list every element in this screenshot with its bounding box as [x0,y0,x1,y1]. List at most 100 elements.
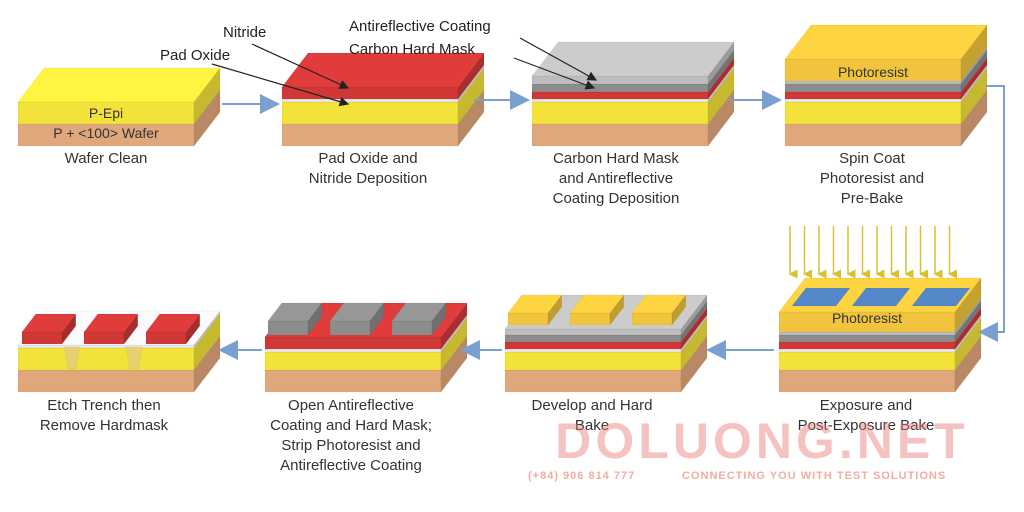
mask-plate-top [791,287,851,307]
hardmask-pad [329,302,385,336]
layer-side-epi [457,67,485,125]
layer-front-pad_oxide [784,98,962,103]
trench [63,346,81,370]
layer-side-nitride [440,302,468,350]
hardmask-pad [391,302,447,336]
nitride-pad-front [83,331,125,345]
hardmask-pad-side [369,302,385,336]
nitride-callout: Nitride [223,24,267,41]
layer-front-carbon_hard_mask [504,334,682,343]
resist-pad-front [569,312,611,326]
layer-front-nitride [281,86,459,100]
pad-oxide-leader [211,63,350,107]
nitride-pad-top [21,313,77,333]
block-wafer-clean [17,67,221,147]
layer-front-substrate [784,123,962,147]
layer-front-pad_oxide [281,98,459,103]
mask-plate-top [851,287,911,307]
layer-front-epi [784,101,962,125]
trench [125,346,143,370]
layer-top-epi [17,67,221,103]
p-epi-label: P-Epi [88,105,124,121]
layer-front-epi [281,101,459,125]
trench-cut [63,346,81,370]
layer-front-carbon_hard_mask [531,83,709,93]
nitride-pad [83,313,139,345]
trench-cut [125,346,143,370]
layer-front-substrate [17,369,195,393]
layer-front-substrate [281,123,459,147]
wafer-blocks [17,24,988,393]
flow-arrows [218,85,1005,360]
hardmask-pad-front [329,320,371,336]
layer-front-nitride [784,91,962,100]
layer-front-pad_oxide [531,98,709,103]
layer-front-epi [504,351,682,371]
nitride-leader [251,43,350,89]
block-pad-oxide-nitride [281,52,485,147]
layer-side-epi [440,317,468,371]
hardmask-pad-front [391,320,433,336]
layer-front-antireflective [531,75,709,85]
caption-wafer-clean: Wafer Clean [64,150,148,167]
layer-side-nitride [457,52,485,100]
nitride-pad-side [61,313,77,345]
layer-front-nitride [504,341,682,350]
block-spin-coat [784,24,988,147]
resist-pad-front [631,312,673,326]
nitride-pad-front [145,331,187,345]
wafer-label: P + <100> Wafer [53,125,159,141]
layer-front-epi [264,351,442,371]
antireflective-leader [519,37,598,81]
layer-front-carbon_hard_mask [784,83,962,93]
layer-top-photoresist [784,24,988,60]
layer-front-substrate [531,123,709,147]
layer-side-substrate [457,89,485,147]
photoresist-label-spin: Photoresist [837,64,909,80]
mask-plate [791,287,851,307]
hardmask-pad-front [267,320,309,336]
antireflective-callout: Antireflective Coating [349,18,491,35]
layer-side-epi [193,313,221,371]
resist-pad-top [631,294,687,314]
carbon-hard-mask-callout: Carbon Hard Mask [349,41,475,58]
nitride-pad [21,313,77,345]
resist-pad [507,294,563,326]
layer-side-pad_oxide [457,64,485,103]
resist-pad-top [507,294,563,314]
layer-side-pad_oxide [193,310,221,349]
layer-front-epi [778,351,956,371]
layer-front-pad_oxide [504,348,682,353]
resist-pad [569,294,625,326]
mask-plate [851,287,911,307]
layer-top-antireflective [531,41,735,77]
nitride-pad-top [83,313,139,333]
hardmask-pad-side [307,302,323,336]
layer-front-pad_oxide [264,348,442,353]
layer-front-nitride [778,341,956,350]
resist-pad-front [507,312,549,326]
resist-pad-top [569,294,625,314]
nitride-pad-front [21,331,63,345]
photoresist-label-exposure: Photoresist [831,310,903,326]
nitride-pad-top [145,313,201,333]
hardmask-pad-top [391,302,447,322]
carbon-hard-mask-leader [513,57,596,90]
layer-front-epi [531,101,709,125]
hardmask-pad-side [431,302,447,336]
mask-plate [911,287,971,307]
pad-oxide-callout: Pad Oxide [160,47,231,64]
hardmask-pad [267,302,323,336]
layer-front-epi [17,347,195,371]
layer-front-pad_oxide [778,348,956,353]
block-carbon-hard-mask [531,41,735,147]
mask-plate-top [911,287,971,307]
layer-front-nitride [531,91,709,100]
